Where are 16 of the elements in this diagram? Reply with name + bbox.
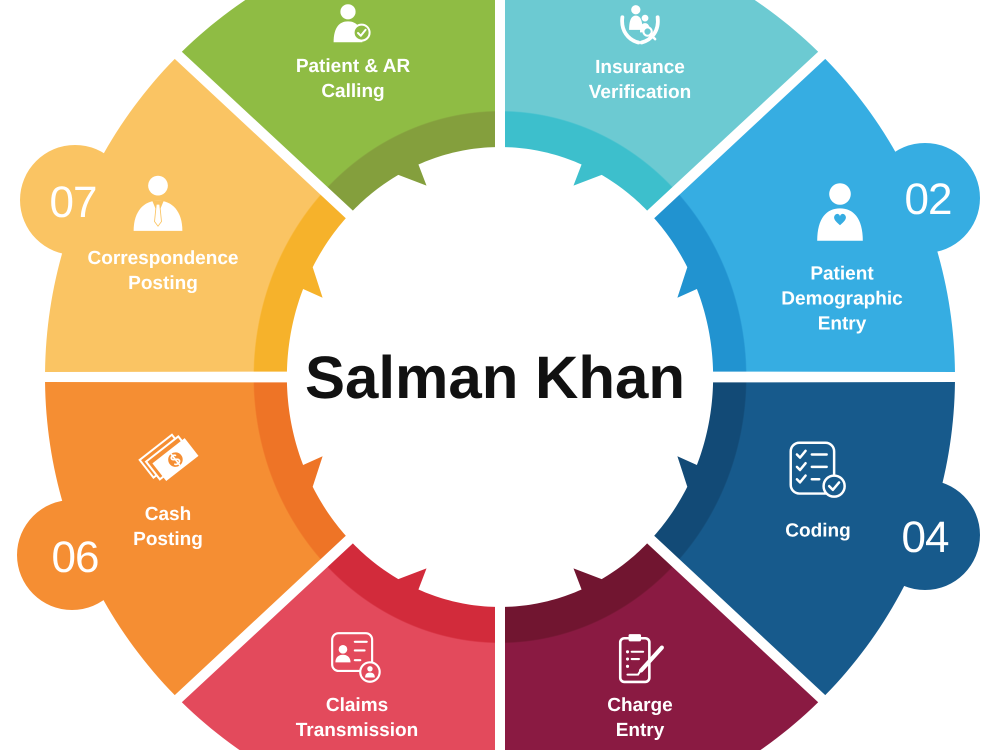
step-number: 02 [904, 177, 952, 223]
step-label: Correspondence Posting [86, 247, 240, 296]
step-label: Coding [785, 520, 851, 544]
step-label: Charge Entry [606, 694, 674, 743]
step-label: Patient Demographic Entry [780, 262, 904, 336]
step-number: 06 [52, 535, 98, 581]
step-number: 04 [902, 515, 948, 561]
step-number: 07 [50, 180, 96, 226]
center-title: Salman Khan [304, 345, 686, 411]
ring-segment [505, 0, 819, 211]
ring-segment [181, 0, 496, 211]
step-label: Cash Posting [132, 503, 204, 552]
step-label: Insurance Verification [588, 56, 692, 105]
step-label: Claims Transmission [294, 694, 420, 743]
step-label: Patient & AR Calling [294, 55, 412, 104]
ring-segment [505, 543, 819, 750]
